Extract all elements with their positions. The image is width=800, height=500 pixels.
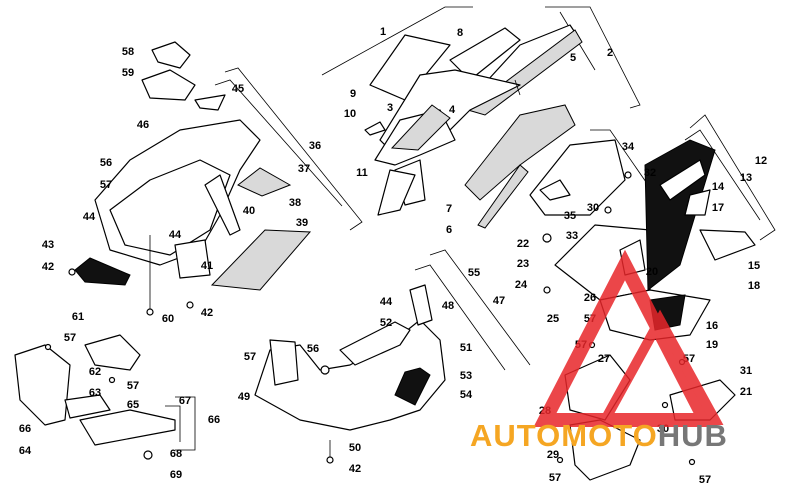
callout-47: 47 [493,295,505,307]
callout-44: 44 [380,296,393,308]
callout-64: 64 [19,445,32,457]
callout-54: 54 [460,389,473,401]
callout-57: 57 [699,474,711,486]
callout-13: 13 [740,172,752,184]
callout-52: 52 [380,317,392,329]
callout-46: 46 [137,119,149,131]
callout-66: 66 [208,414,220,426]
callout-65: 65 [127,399,139,411]
callout-44: 44 [169,229,182,241]
callout-23: 23 [517,258,529,270]
callout-30: 30 [587,202,599,214]
callout-67: 67 [179,395,191,407]
callout-15: 15 [748,260,760,272]
callout-62: 62 [89,366,101,378]
callout-3: 3 [387,102,393,114]
watermark-hub: HUB [657,418,728,453]
callout-43: 43 [42,239,54,251]
callout-57: 57 [64,332,76,344]
callout-53: 53 [460,370,472,382]
callout-42: 42 [349,463,361,475]
callout-31: 31 [740,365,752,377]
callout-18: 18 [748,280,760,292]
callout-29: 29 [547,449,559,461]
callout-42: 42 [201,307,213,319]
callout-63: 63 [89,387,101,399]
callout-48: 48 [442,300,454,312]
watermark [533,249,724,427]
callout-69: 69 [170,469,182,481]
callout-61: 61 [72,311,84,323]
callout-66: 66 [19,423,31,435]
callout-39: 39 [296,217,308,229]
callout-51: 51 [460,342,472,354]
callout-49: 49 [238,391,250,403]
callout-37: 37 [298,163,310,175]
callout-50: 50 [349,442,361,454]
callout-11: 11 [356,167,368,179]
callout-35: 35 [564,210,576,222]
windshield-group [364,24,583,229]
callout-56: 56 [307,343,319,355]
callout-60: 60 [162,313,174,325]
callout-27: 27 [598,353,610,365]
callout-24: 24 [515,279,528,291]
group-bracket-lines [165,6,776,451]
callout-33: 33 [566,230,578,242]
callout-38: 38 [289,197,301,209]
callout-56: 56 [100,157,112,169]
callout-21: 21 [740,386,752,398]
watermark-moto: MOTO [561,418,658,453]
callout-26: 26 [584,292,596,304]
belly-pan [254,284,446,464]
callout-57: 57 [100,179,112,191]
callout-12: 12 [755,155,767,167]
callout-14: 14 [712,181,725,193]
callout-45: 45 [232,83,244,95]
callout-8: 8 [457,27,463,39]
callout-36: 36 [309,140,321,152]
hood-assembly [68,41,312,316]
callout-2: 2 [607,47,613,59]
callout-10: 10 [344,108,356,120]
callout-19: 19 [706,339,718,351]
callout-4: 4 [449,104,456,116]
callout-57: 57 [244,351,256,363]
callout-9: 9 [350,88,356,100]
callout-20: 20 [646,266,658,278]
side-panel-group [529,139,756,481]
callout-59: 59 [122,67,134,79]
callout-44: 44 [83,211,96,223]
callout-41: 41 [201,260,213,272]
callout-57: 57 [549,472,561,484]
callout-68: 68 [170,448,182,460]
callout-55: 55 [468,267,480,279]
callout-25: 25 [547,313,559,325]
callout-5: 5 [570,52,576,64]
callout-40: 40 [243,205,255,217]
callout-16: 16 [706,320,718,332]
callout-42: 42 [42,261,54,273]
callout-34: 34 [622,141,635,153]
watermark-triangle-inner [596,309,724,425]
watermark-logo-text: AUTOMOTOHUB [470,418,728,454]
callout-1: 1 [380,26,386,38]
callout-7: 7 [446,203,452,215]
watermark-auto: AUTO [470,418,562,453]
callout-57: 57 [127,380,139,392]
lower-brackets [14,334,176,460]
callout-6: 6 [446,224,452,236]
callout-22: 22 [517,238,529,250]
callout-17: 17 [712,202,724,214]
callout-32: 32 [644,167,656,179]
callout-58: 58 [122,46,134,58]
